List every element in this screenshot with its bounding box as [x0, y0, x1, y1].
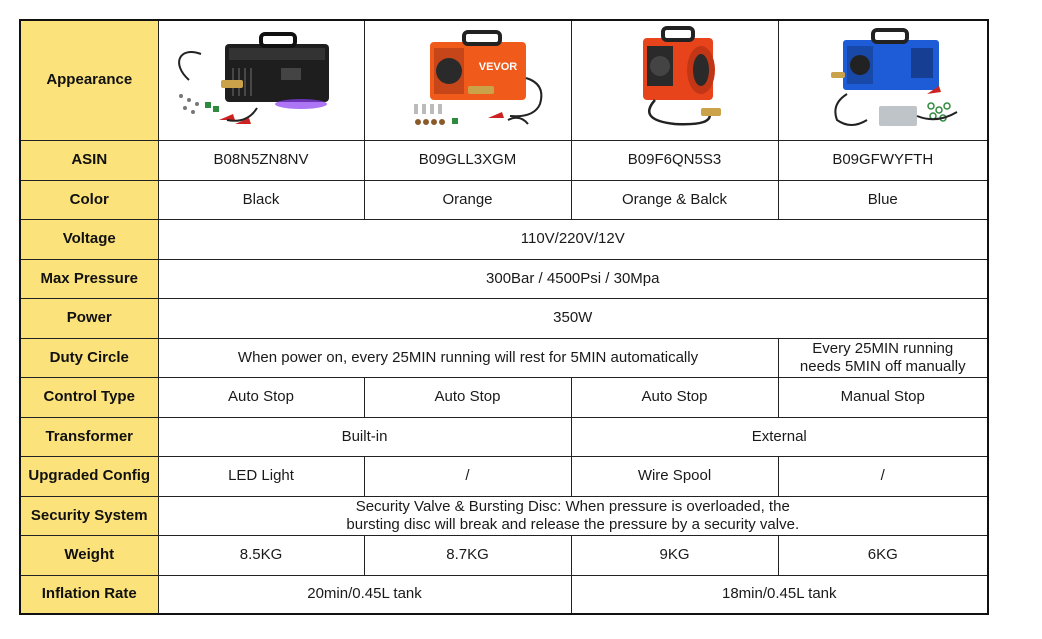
row-label: Security System: [19, 495, 159, 536]
row-label: Control Type: [19, 376, 159, 418]
upgraded-config-cell: /: [363, 455, 572, 497]
row-label: Duty Circle: [19, 337, 159, 378]
asin-cell: B09GLL3XGM: [363, 139, 572, 181]
asin-cell: B08N5ZN8NV: [157, 139, 365, 181]
power-cell: 350W: [157, 297, 989, 339]
row-power: Power 350W: [19, 297, 989, 339]
security-system-cell: Security Valve & Bursting Disc: When pre…: [157, 495, 989, 536]
asin-cell: B09GFWYFTH: [777, 139, 989, 181]
product-image-orange-black: [570, 19, 779, 141]
row-label: Max Pressure: [19, 258, 159, 299]
row-control-type: Control Type Auto Stop Auto Stop Auto St…: [19, 376, 989, 418]
row-label: Voltage: [19, 218, 159, 260]
spec-comparison-table: Appearance: [19, 19, 989, 615]
control-type-cell: Manual Stop: [777, 376, 989, 418]
orange-compressor-icon: VEVOR: [413, 30, 542, 126]
row-max-pressure: Max Pressure 300Bar / 4500Psi / 30Mpa: [19, 258, 989, 299]
transformer-cell: Built-in: [157, 416, 572, 457]
weight-cell: 8.5KG: [157, 534, 365, 576]
product-image-blue: [777, 19, 989, 141]
security-line-2: bursting disc will break and release the…: [346, 515, 800, 533]
row-label: Color: [19, 179, 159, 220]
row-label: Power: [19, 297, 159, 339]
row-label: ASIN: [19, 139, 159, 181]
row-label: Appearance: [19, 19, 159, 141]
orange-black-compressor-icon: [642, 26, 721, 126]
color-cell: Blue: [777, 179, 989, 220]
inflation-rate-cell: 18min/0.45L tank: [570, 574, 989, 615]
control-type-cell: Auto Stop: [570, 376, 779, 418]
row-duty-circle: Duty Circle When power on, every 25MIN r…: [19, 337, 989, 378]
row-label: Transformer: [19, 416, 159, 457]
duty-line-2: needs 5MIN off manually: [799, 357, 966, 375]
row-weight: Weight 8.5KG 8.7KG 9KG 6KG: [19, 534, 989, 576]
security-line-1: Security Valve & Bursting Disc: When pre…: [355, 497, 790, 515]
black-compressor-icon: [178, 32, 329, 125]
row-label: Inflation Rate: [19, 574, 159, 615]
product-image-orange: VEVOR: [363, 19, 572, 141]
row-upgraded-config: Upgraded Config LED Light / Wire Spool /: [19, 455, 989, 497]
row-appearance: Appearance: [19, 19, 989, 141]
color-cell: Orange: [363, 179, 572, 220]
row-asin: ASIN B08N5ZN8NV B09GLL3XGM B09F6QN5S3 B0…: [19, 139, 989, 181]
product-image-black: [157, 19, 365, 141]
transformer-cell: External: [570, 416, 989, 457]
upgraded-config-cell: LED Light: [157, 455, 365, 497]
duty-circle-cell: When power on, every 25MIN running will …: [157, 337, 779, 378]
control-type-cell: Auto Stop: [157, 376, 365, 418]
row-inflation-rate: Inflation Rate 20min/0.45L tank 18min/0.…: [19, 574, 989, 615]
max-pressure-cell: 300Bar / 4500Psi / 30Mpa: [157, 258, 989, 299]
row-color: Color Black Orange Orange & Balck Blue: [19, 179, 989, 220]
blue-compressor-icon: [830, 28, 958, 127]
asin-cell: B09F6QN5S3: [570, 139, 779, 181]
duty-line-1: Every 25MIN running: [812, 339, 954, 357]
weight-cell: 8.7KG: [363, 534, 572, 576]
row-label: Upgraded Config: [19, 455, 159, 497]
vevor-logo: VEVOR: [478, 61, 517, 73]
row-label: Weight: [19, 534, 159, 576]
color-cell: Orange & Balck: [570, 179, 779, 220]
upgraded-config-cell: Wire Spool: [570, 455, 779, 497]
weight-cell: 9KG: [570, 534, 779, 576]
duty-circle-manual-cell: Every 25MIN running needs 5MIN off manua…: [777, 337, 989, 378]
control-type-cell: Auto Stop: [363, 376, 572, 418]
upgraded-config-cell: /: [777, 455, 989, 497]
color-cell: Black: [157, 179, 365, 220]
row-security-system: Security System Security Valve & Burstin…: [19, 495, 989, 536]
weight-cell: 6KG: [777, 534, 989, 576]
row-transformer: Transformer Built-in External: [19, 416, 989, 457]
voltage-cell: 110V/220V/12V: [157, 218, 989, 260]
inflation-rate-cell: 20min/0.45L tank: [157, 574, 572, 615]
row-voltage: Voltage 110V/220V/12V: [19, 218, 989, 260]
